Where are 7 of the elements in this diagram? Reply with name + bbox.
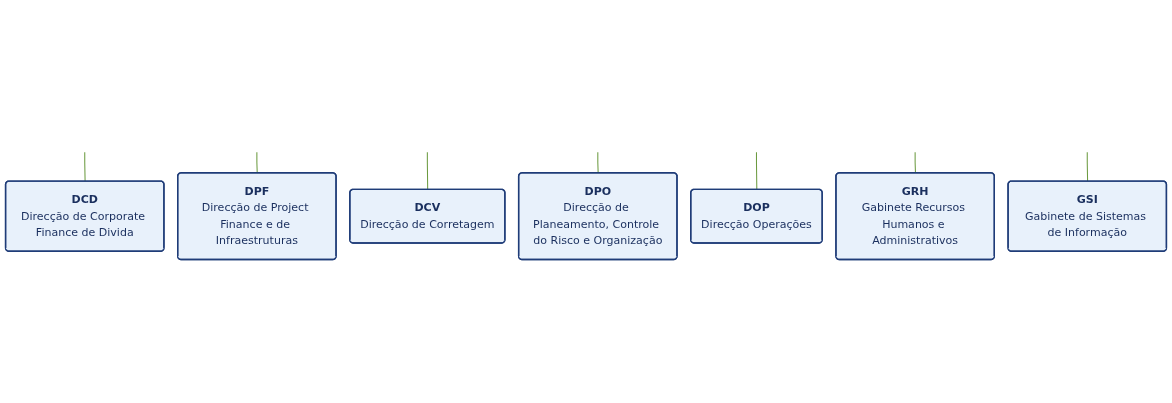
connector <box>914 152 916 175</box>
connector <box>1086 152 1089 183</box>
connector <box>84 152 86 183</box>
connector <box>426 152 429 191</box>
connector <box>755 152 758 191</box>
connector <box>256 152 258 175</box>
connector <box>597 152 599 175</box>
